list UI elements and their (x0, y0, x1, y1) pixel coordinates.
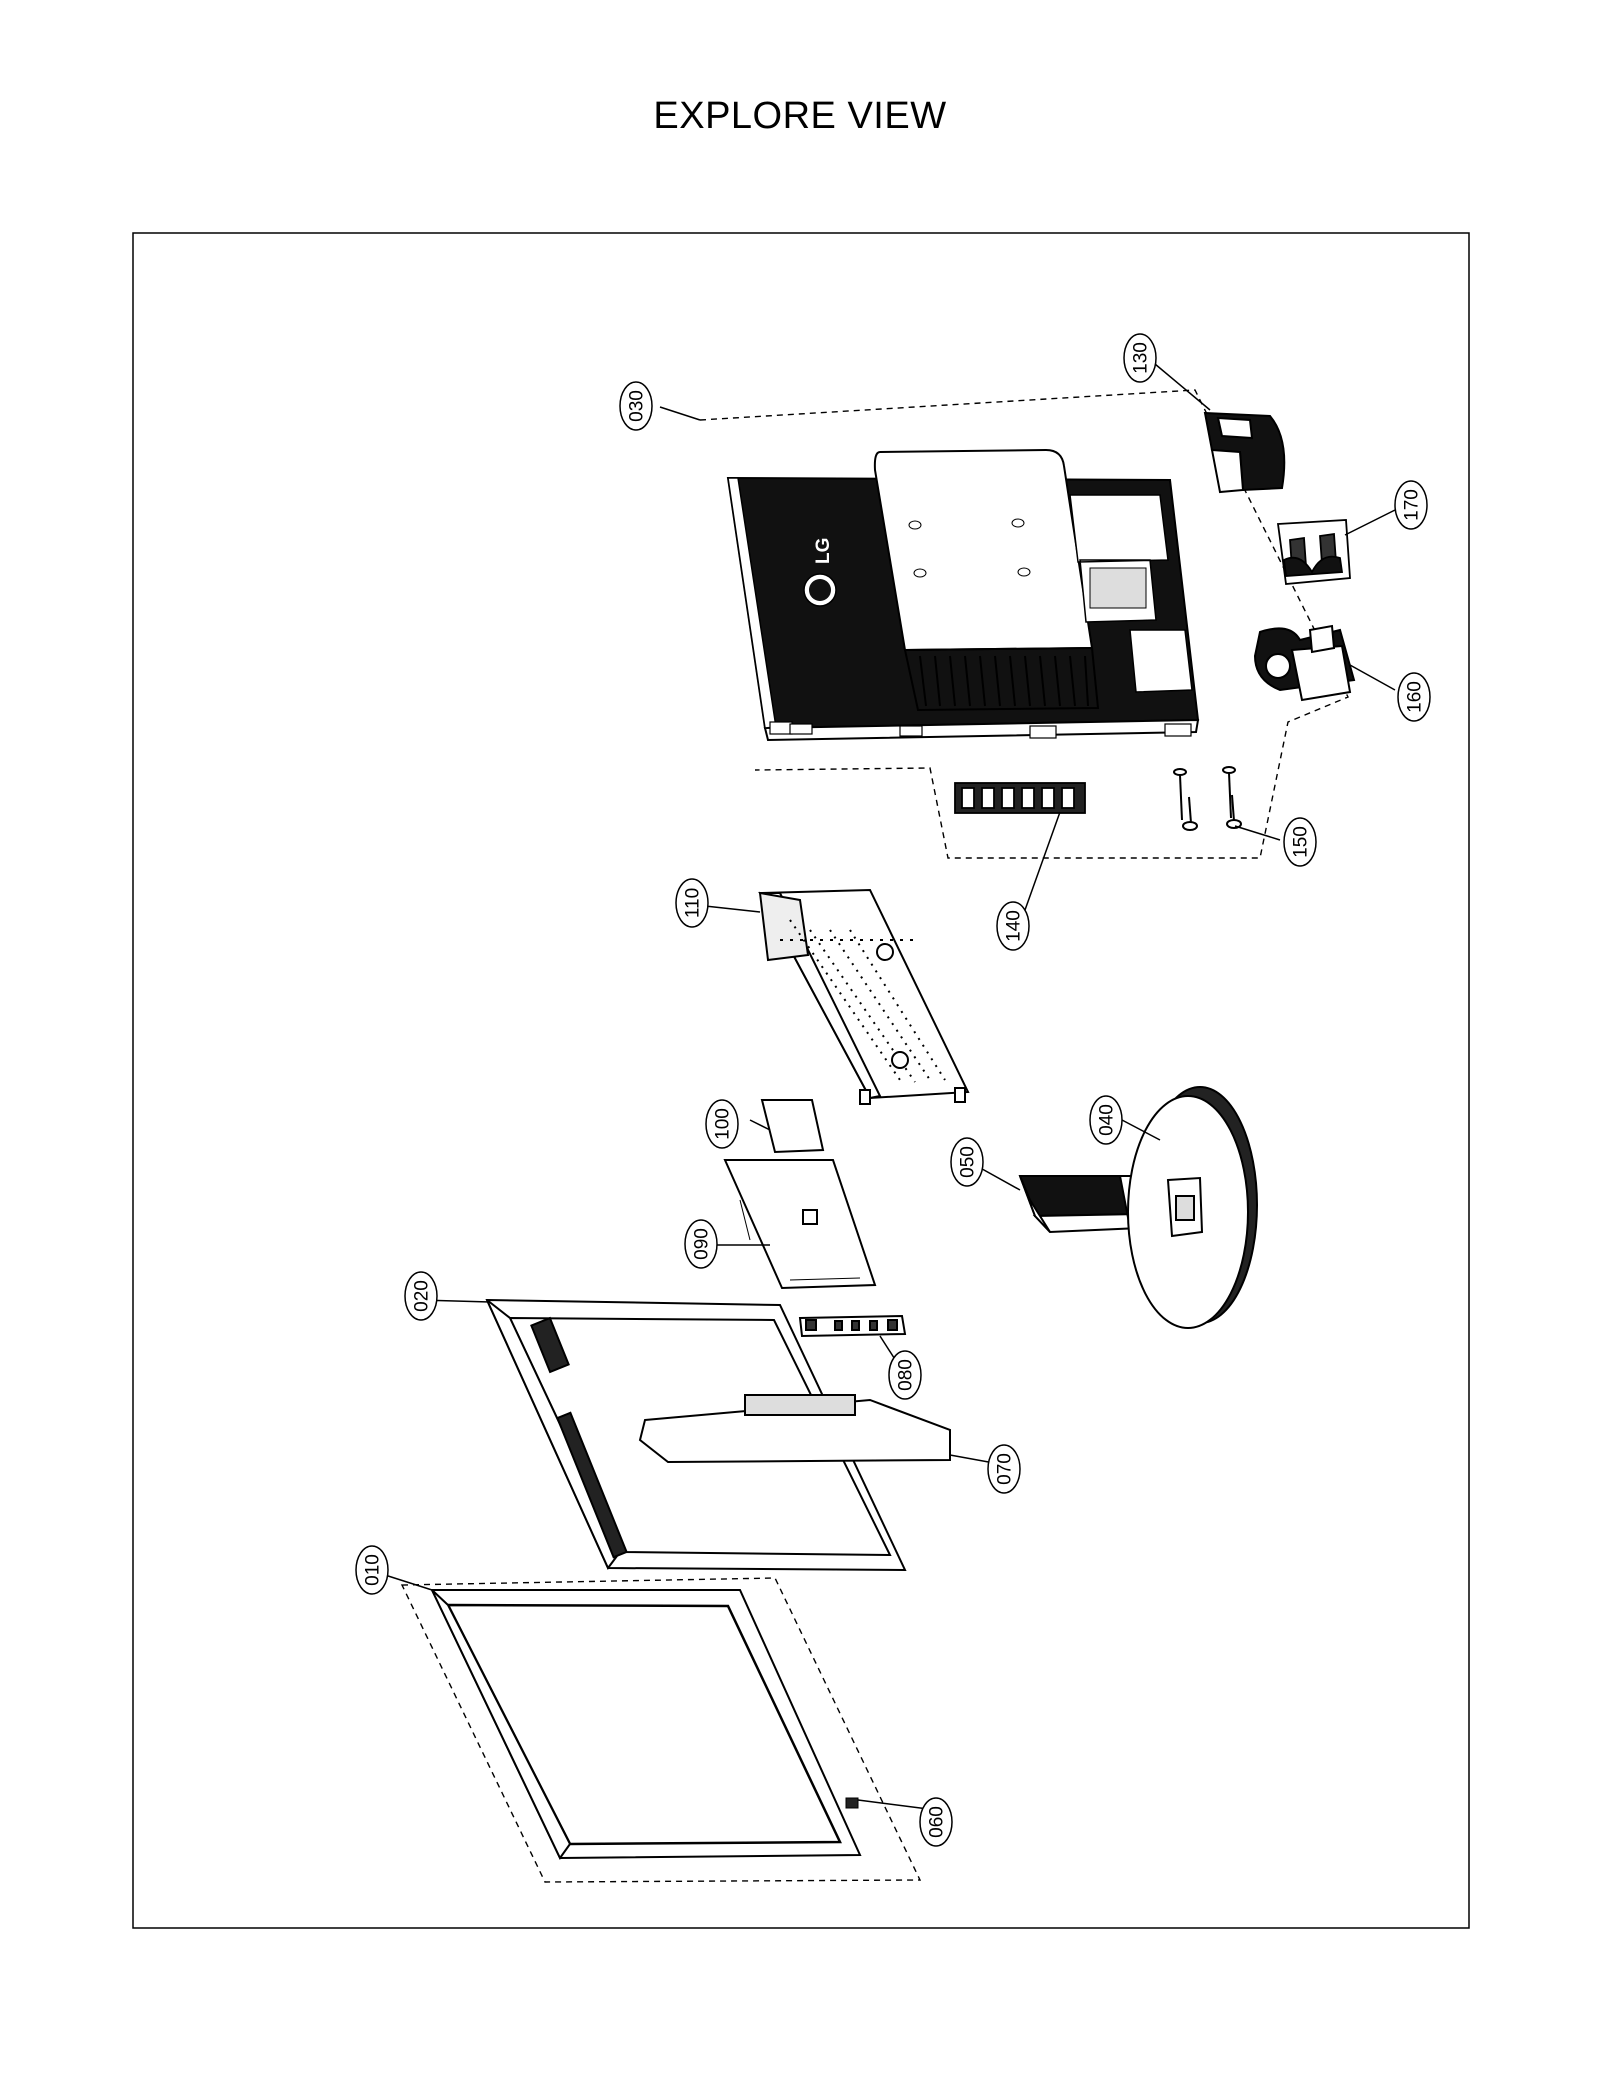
callout-050: 050 (950, 1137, 984, 1187)
vesa-hole (908, 520, 922, 530)
part-100-small-board (760, 1099, 825, 1154)
callout-label-090: 090 (692, 1228, 713, 1260)
back-cover-lower-lip (763, 718, 1200, 742)
callout-label-140: 140 (1004, 910, 1025, 942)
callout-label-070: 070 (995, 1453, 1016, 1485)
callout-040: 040 (1089, 1095, 1123, 1145)
callout-010: 010 (355, 1545, 389, 1595)
callout-label-020: 020 (412, 1280, 433, 1312)
dashed-group-outline-010 (400, 1577, 922, 1883)
part-160-hinge (1253, 624, 1356, 702)
part-150-screws (1173, 766, 1242, 831)
callout-090: 090 (684, 1219, 718, 1269)
diagram-frame (132, 232, 1470, 1929)
callout-label-160: 160 (1405, 681, 1426, 713)
callout-060: 060 (919, 1797, 953, 1847)
center-vesa-plate (873, 448, 1094, 652)
callout-100: 100 (705, 1099, 739, 1149)
part-020-main-frame (485, 1298, 951, 1572)
callout-label-100: 100 (713, 1108, 734, 1140)
vent-fins (903, 646, 1100, 712)
callout-label-010: 010 (363, 1554, 384, 1586)
vesa-hole (1017, 567, 1031, 577)
part-140-cable-holder (954, 782, 1086, 814)
back-cover-clips (769, 721, 1192, 739)
part-110-shield-case (758, 888, 970, 1105)
callout-label-060: 060 (927, 1806, 948, 1838)
callout-130: 130 (1123, 333, 1157, 383)
callout-label-040: 040 (1097, 1104, 1118, 1136)
vesa-hole (1011, 518, 1025, 528)
lg-logo-text: LG (813, 538, 834, 564)
part-060-sensor (845, 1797, 859, 1809)
callout-080: 080 (888, 1350, 922, 1400)
part-070-support-bar (638, 1398, 951, 1464)
hinge-bracket (1089, 567, 1147, 609)
callout-label-170: 170 (1402, 489, 1423, 521)
page-title: EXPLORE VIEW (653, 95, 947, 137)
part-080-key-board (798, 1314, 907, 1338)
part-170-hinge-bracket (1276, 519, 1351, 585)
callout-label-130: 130 (1131, 342, 1152, 374)
vesa-hole (913, 568, 927, 578)
part-040-stand-base (1127, 1086, 1258, 1329)
part-050-power-adapter (1018, 1175, 1144, 1234)
callout-150: 150 (1283, 817, 1317, 867)
callout-160: 160 (1397, 672, 1431, 722)
callout-070: 070 (987, 1444, 1021, 1494)
part-010-lcd-panel (400, 1577, 922, 1883)
callout-label-080: 080 (896, 1359, 917, 1391)
lg-logo: LG (803, 538, 837, 607)
callout-label-110: 110 (683, 888, 704, 918)
callout-label-030: 030 (627, 390, 648, 422)
part-030-back-cover-group: LG (699, 389, 1356, 859)
callout-140: 140 (996, 901, 1030, 951)
callout-label-150: 150 (1291, 826, 1312, 858)
part-090-main-board (723, 1159, 877, 1290)
callout-030: 030 (619, 381, 653, 431)
callout-020: 020 (404, 1271, 438, 1321)
callout-110: 110 (675, 878, 709, 928)
callout-label-050: 050 (958, 1146, 979, 1178)
part-130-hinge-cover (1203, 411, 1286, 494)
callout-170: 170 (1394, 480, 1428, 530)
